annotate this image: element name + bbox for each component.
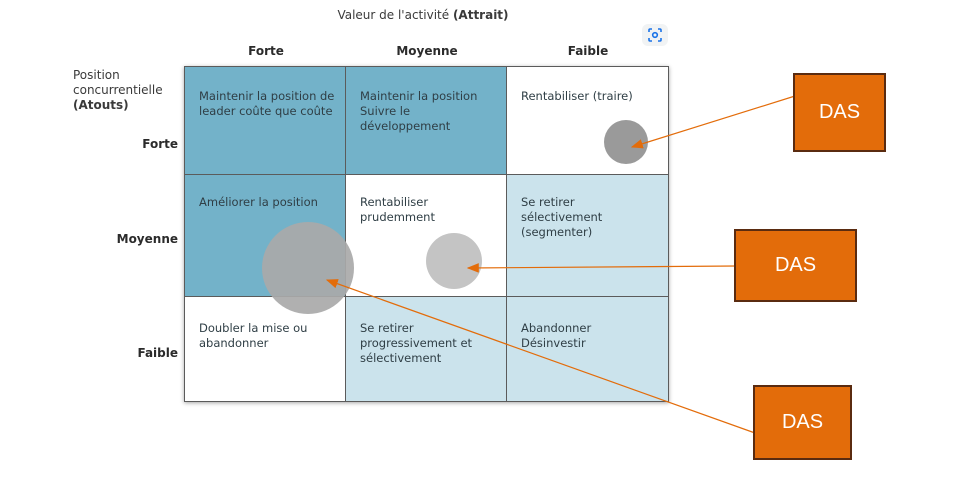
cell-text: Maintenir la position Suivre le développ… — [360, 89, 478, 133]
matrix-title-bold: (Attrait) — [452, 8, 509, 22]
cell-forte-faible: Rentabiliser (traire) — [506, 66, 669, 175]
cell-text: Rentabiliser (traire) — [521, 89, 633, 103]
cell-faible-moyenne: Se retirer progressivement et sélectivem… — [345, 296, 507, 402]
column-header-forte: Forte — [248, 44, 284, 58]
cell-forte-forte: Maintenir la position de leader coûte qu… — [184, 66, 346, 175]
matrix-title: Valeur de l'activité (Attrait) — [0, 8, 846, 22]
arrow-line — [466, 263, 737, 273]
das-callout-box: DAS — [793, 73, 886, 152]
cell-text: Doubler la mise ou abandonner — [199, 321, 308, 350]
cell-moyenne-moyenne: Rentabiliser prudemment — [345, 174, 507, 297]
matrix-title-text: Valeur de l'activité — [337, 8, 453, 22]
row-axis-title: Position concurrentielle (Atouts) — [73, 68, 163, 113]
cell-text: Se retirer progressivement et sélectivem… — [360, 321, 473, 365]
cell-moyenne-faible: Se retirer sélectivement (segmenter) — [506, 174, 669, 297]
cell-text: Rentabiliser prudemment — [360, 195, 435, 224]
column-header-faible: Faible — [567, 44, 609, 58]
cell-faible-faible: Abandonner Désinvestir — [506, 296, 669, 402]
cell-text: Se retirer sélectivement (segmenter) — [521, 195, 603, 239]
arrow-line — [325, 279, 756, 434]
row-header-moyenne: Moyenne — [116, 232, 178, 246]
cell-text: Maintenir la position de leader coûte qu… — [199, 89, 335, 118]
screen-capture-icon[interactable] — [642, 24, 668, 46]
cell-text: Abandonner Désinvestir — [521, 321, 592, 350]
das-callout-box: DAS — [734, 229, 857, 302]
das-circle-large — [262, 222, 354, 314]
row-axis-line1: Position — [73, 68, 120, 82]
arrow-line — [630, 95, 796, 149]
column-header-moyenne: Moyenne — [396, 44, 458, 58]
row-header-forte: Forte — [142, 137, 178, 151]
capture-glyph — [648, 28, 662, 42]
das-circle-medium — [426, 233, 482, 289]
cell-text: Améliorer la position — [199, 195, 318, 209]
strategy-matrix: Maintenir la position de leader coûte qu… — [184, 66, 669, 402]
cell-faible-forte: Doubler la mise ou abandonner — [184, 296, 346, 402]
das-callout-box: DAS — [753, 385, 852, 460]
row-header-faible: Faible — [137, 346, 178, 360]
cell-forte-moyenne: Maintenir la position Suivre le développ… — [345, 66, 507, 175]
row-axis-line2: concurrentielle — [73, 83, 163, 97]
row-axis-bold: (Atouts) — [73, 98, 129, 112]
